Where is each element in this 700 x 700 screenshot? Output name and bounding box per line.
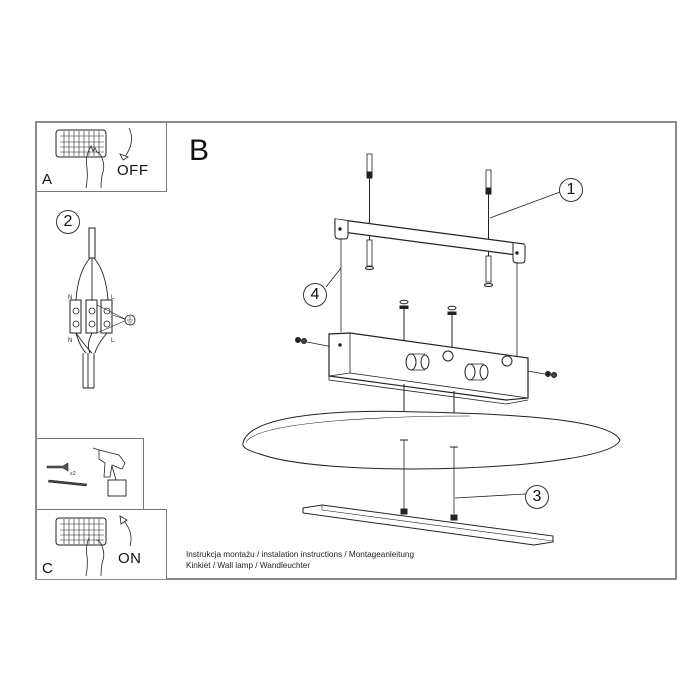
neutral-bottom-label: N (68, 338, 72, 344)
step-b-letter: B (189, 134, 210, 167)
tools-illustration (46, 447, 127, 497)
footer-title: Instrukcja montażu / instalation instruc… (186, 550, 415, 559)
breaker-switch-off-icon (55, 127, 132, 189)
callout-4: 4 (303, 283, 327, 307)
on-label: ON (118, 550, 142, 567)
panel-tools (37, 438, 144, 510)
off-label: OFF (117, 162, 149, 179)
breaker-switch-on-icon (55, 515, 132, 577)
footer-caption: Instrukcja montażu / instalation instruc… (186, 549, 414, 571)
lamp-housing (328, 332, 529, 414)
outer-frame (35, 121, 677, 580)
callout-3: 3 (525, 485, 549, 509)
footer-subtitle: Kinkiet / Wall lamp / Wandleuchter (186, 561, 311, 570)
neutral-top-label: N (68, 295, 72, 301)
wall-plugs-and-screws (365, 153, 493, 287)
mounting-bracket (334, 218, 526, 356)
live-top-label: L (111, 295, 115, 301)
callout-1: 1 (559, 178, 583, 202)
panel-c-letter: C (42, 560, 53, 577)
diffuser-disc (242, 410, 621, 514)
wiring-diagram (69, 227, 136, 389)
housing-nuts (399, 299, 457, 348)
led-bar (302, 504, 554, 546)
quantity-label: x2 (70, 471, 76, 477)
panel-a-letter: A (42, 171, 53, 188)
callout-2: 2 (56, 210, 80, 234)
live-bottom-label: L (111, 338, 115, 344)
